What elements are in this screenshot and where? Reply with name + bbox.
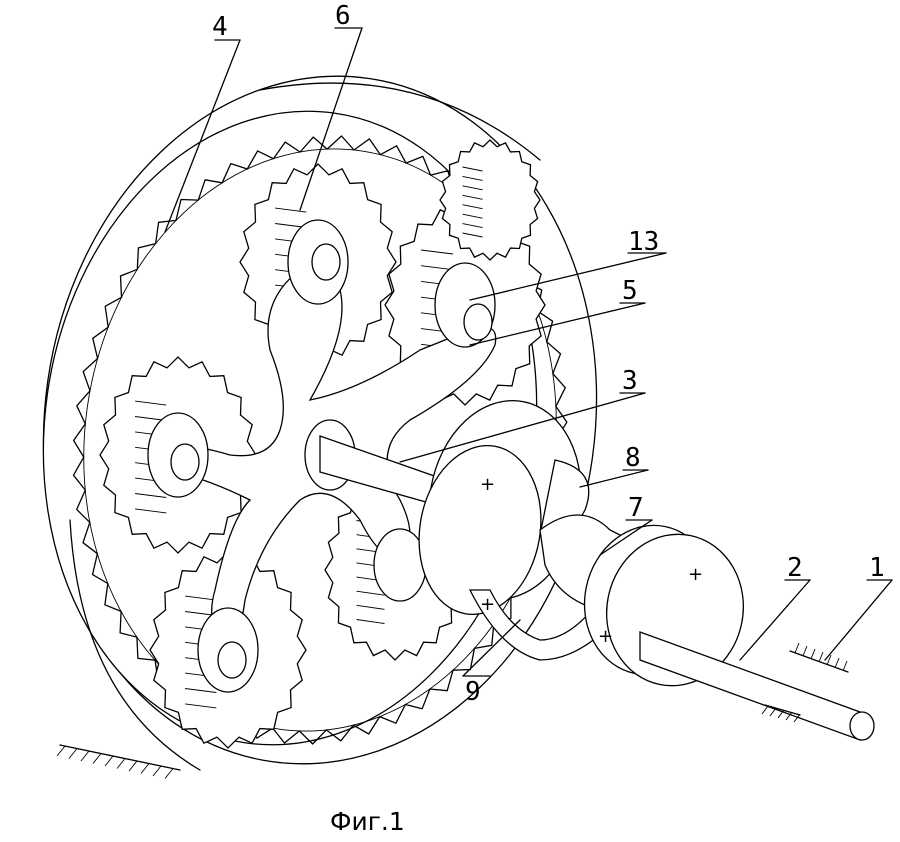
callout-4: 4 bbox=[212, 12, 228, 42]
callout-8: 8 bbox=[625, 443, 641, 473]
figure-caption: Фиг.1 bbox=[330, 807, 405, 836]
callout-2: 2 bbox=[787, 553, 803, 583]
callout-5: 5 bbox=[622, 276, 638, 306]
callout-6: 6 bbox=[335, 1, 351, 31]
svg-text:+: + bbox=[598, 626, 613, 647]
eccentric-ring: + + bbox=[418, 400, 621, 661]
callout-7: 7 bbox=[628, 493, 644, 523]
central-shaft bbox=[304, 419, 441, 507]
ground-hatch-left bbox=[56, 744, 181, 779]
planet-bearings bbox=[147, 219, 496, 693]
callout-1: 1 bbox=[869, 553, 885, 583]
callout-9: 9 bbox=[465, 677, 481, 707]
svg-text:+: + bbox=[480, 474, 495, 495]
ground-hatch-right bbox=[761, 642, 849, 723]
planet-gears bbox=[99, 139, 546, 749]
svg-text:+: + bbox=[688, 564, 703, 585]
callout-3: 3 bbox=[622, 366, 638, 396]
leader-lines bbox=[164, 27, 893, 677]
input-shaft bbox=[639, 631, 875, 741]
callout-13: 13 bbox=[628, 227, 659, 257]
svg-text:+: + bbox=[480, 594, 495, 615]
